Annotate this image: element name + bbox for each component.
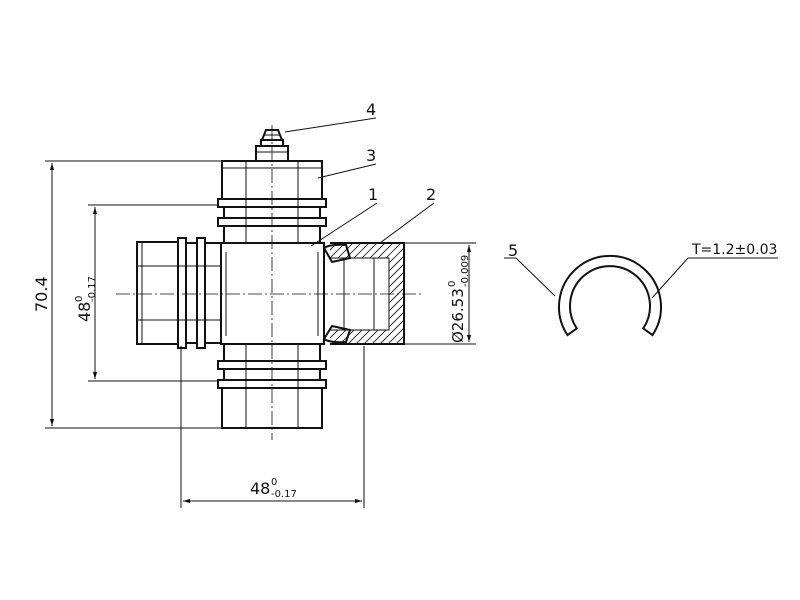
dimension-cup-diameter	[404, 242, 476, 345]
cup-diameter-label: Ø26.53 0 -0.009	[447, 255, 471, 343]
dimension-horizontal-span	[180, 346, 365, 508]
callout-1: 1	[368, 185, 378, 204]
horizontal-span-nominal: 48	[250, 479, 270, 498]
callout-2: 2	[426, 185, 436, 204]
horizontal-span-upper: 0	[271, 477, 277, 488]
cup-diameter-nominal: Ø26.53	[449, 288, 467, 343]
circlip-thickness-label: T=1.2±0.03	[691, 242, 777, 258]
circlip	[558, 254, 662, 337]
leaders	[284, 117, 778, 299]
horizontal-span-lower: -0.17	[271, 489, 297, 500]
vertical-span-lower: -0.17	[87, 276, 98, 302]
dimension-overall-height	[45, 160, 222, 429]
callout-4: 4	[366, 100, 376, 119]
center-lines	[116, 125, 424, 440]
overall-height-value: 70.4	[32, 276, 51, 312]
vertical-span-label: 48 0 -0.17	[74, 276, 98, 322]
cup-diameter-lower: -0.009	[460, 255, 471, 287]
vertical-span-upper: 0	[74, 296, 85, 302]
vertical-span-nominal: 48	[75, 302, 94, 322]
callout-3: 3	[366, 146, 376, 165]
cross-body	[220, 242, 325, 345]
callout-5: 5	[508, 241, 518, 260]
cup-diameter-upper: 0	[447, 281, 458, 287]
left-bearing-cup	[136, 237, 222, 349]
dimension-vertical-span	[88, 204, 218, 382]
